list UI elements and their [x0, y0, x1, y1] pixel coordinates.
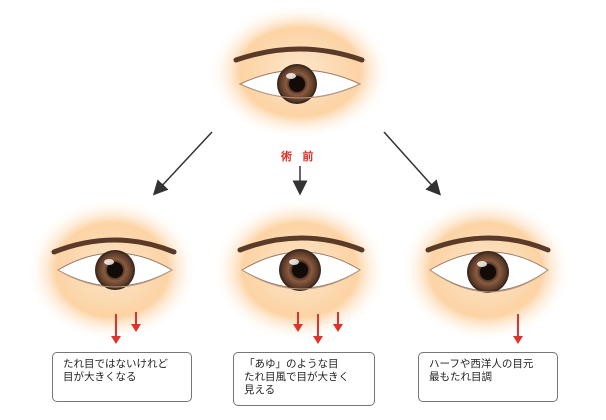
red-arrows: [111, 312, 523, 344]
eye-result-3: [400, 198, 572, 342]
caption-3: ハーフや西洋人の目元 最もたれ目調: [418, 352, 558, 402]
eye-result-2: [212, 198, 388, 342]
caption-2: 「あゆ」のような目 たれ目風で目が大きく 見える: [233, 352, 375, 406]
arrow-to-left: [152, 131, 213, 196]
before-label: 術 前: [281, 150, 317, 163]
eye-before: [208, 4, 392, 140]
eye-result-1: [26, 198, 198, 342]
caption-1: たれ目ではないけれど 目が大きくなる: [52, 352, 192, 402]
arrow-to-right: [383, 131, 442, 196]
